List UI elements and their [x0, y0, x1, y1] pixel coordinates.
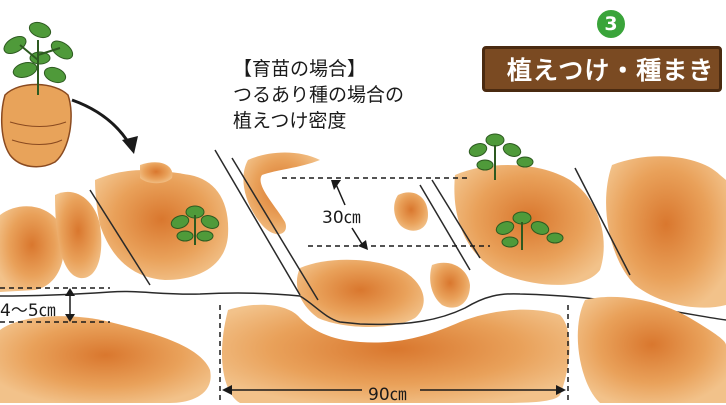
dimension-arrowheads — [65, 180, 566, 395]
caption-text: 【育苗の場合】 つるあり種の場合の 植えつけ密度 — [233, 56, 404, 134]
step-number-badge: 3 — [595, 8, 627, 40]
sign-title: 植えつけ・種まき — [507, 56, 715, 85]
seedling-right-bottom — [495, 211, 564, 250]
potted-seedling-illustration — [0, 21, 74, 168]
sign-board: 植えつけ・種まき — [482, 46, 722, 92]
caption-line-2: つるあり種の場合の — [233, 84, 405, 106]
dimension-width-label: 90㎝ — [368, 385, 407, 405]
seedling-left — [170, 205, 220, 245]
seedling-plants — [170, 133, 564, 250]
caption-line-1: 【育苗の場合】 — [233, 58, 367, 80]
dimension-height-label: 4～5㎝ — [0, 301, 56, 321]
caption-line-3: 植えつけ密度 — [233, 110, 347, 132]
dimension-spacing-label: 30㎝ — [322, 208, 361, 228]
soil-back-row — [0, 152, 726, 327]
seedling-right-top — [468, 133, 534, 180]
dimension-lines — [0, 177, 569, 403]
transplant-arrow — [71, 98, 138, 154]
step-sign: 植えつけ・種まき 3 — [472, 8, 726, 92]
soil-front-row — [0, 296, 726, 403]
